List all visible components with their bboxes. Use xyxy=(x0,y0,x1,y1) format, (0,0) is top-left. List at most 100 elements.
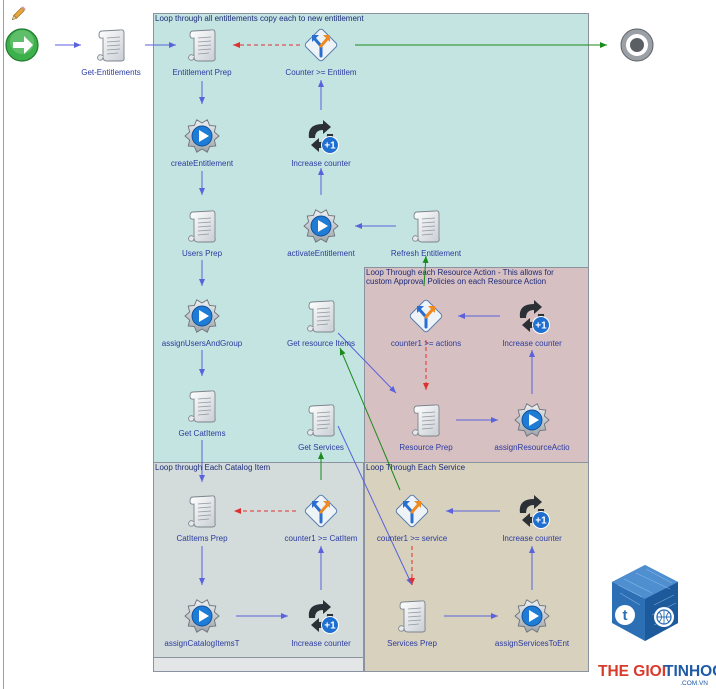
node-dec4[interactable]: counter1 >= service xyxy=(377,494,448,543)
workflow-gear-icon xyxy=(184,299,220,333)
increase-counter-icon: +1 xyxy=(308,600,339,634)
node-dec3[interactable]: counter1 >= CatItem xyxy=(285,494,358,543)
node-label: counter1 >= service xyxy=(377,534,448,543)
script-scroll-icon xyxy=(188,210,216,243)
script-scroll-icon xyxy=(398,600,426,633)
node-label: Get-Entitlements xyxy=(81,68,141,77)
node-label: CatItems Prep xyxy=(176,534,228,543)
start-arrow-icon xyxy=(5,28,39,62)
node-label: counter1 >= CatItem xyxy=(285,534,358,543)
increase-counter-icon: +1 xyxy=(308,120,339,154)
node-usersprep[interactable]: Users Prep xyxy=(182,210,223,258)
node-entprep[interactable]: Entitlement Prep xyxy=(172,29,232,77)
node-label: Increase counter xyxy=(291,159,351,168)
script-scroll-icon xyxy=(412,210,440,243)
zone-title: Loop through all entitlements copy each … xyxy=(155,14,364,23)
node-assignsvc[interactable]: assignServicesToEnt xyxy=(495,599,570,648)
node-catprep[interactable]: CatItems Prep xyxy=(176,495,228,543)
script-scroll-icon xyxy=(188,390,216,423)
node-svcprep[interactable]: Services Prep xyxy=(387,600,437,648)
script-scroll-icon xyxy=(412,404,440,437)
node-start[interactable] xyxy=(5,28,39,62)
node-resprep[interactable]: Resource Prep xyxy=(399,404,453,452)
node-getsvc[interactable]: Get Services xyxy=(298,404,344,452)
watermark-logo: t THE GIOI TINHOC .COM.VN xyxy=(598,565,716,687)
edges-layer xyxy=(55,42,607,619)
watermark-brand-left: THE GIOI xyxy=(598,663,666,680)
increase-counter-icon: +1 xyxy=(519,300,550,334)
node-getent[interactable]: Get-Entitlements xyxy=(81,29,141,77)
node-assignusers[interactable]: assignUsersAndGroup xyxy=(162,299,243,348)
node-label: Resource Prep xyxy=(399,443,453,452)
zone-catalog[interactable]: Loop through Each Catalog Item xyxy=(153,462,364,672)
decision-branch-icon xyxy=(304,28,338,62)
zone-service[interactable]: Loop Through Each Service xyxy=(364,462,589,672)
node-createent[interactable]: createEntitlement xyxy=(171,119,234,168)
node-refresh[interactable]: Refresh Entitlement xyxy=(391,210,462,258)
node-label: createEntitlement xyxy=(171,159,234,168)
node-getcat[interactable]: Get CatItems xyxy=(178,390,226,438)
end-target-icon xyxy=(620,28,654,62)
edge-dec4-to-getres[interactable] xyxy=(339,347,401,491)
node-label: Increase counter xyxy=(291,639,351,648)
node-label: Counter >= Entitlem xyxy=(285,68,356,77)
decision-branch-icon xyxy=(409,299,443,333)
zone-title: Loop Through Each Service xyxy=(366,463,466,472)
node-label: assignServicesToEnt xyxy=(495,639,570,648)
node-label: Get Services xyxy=(298,443,344,452)
decision-branch-icon xyxy=(304,494,338,528)
node-dec1[interactable]: Counter >= Entitlem xyxy=(285,28,357,77)
node-getres[interactable]: Get resource Items xyxy=(287,300,355,348)
node-dec2[interactable]: counter1 >= actions xyxy=(391,299,461,348)
node-end[interactable] xyxy=(620,28,654,62)
node-label: Increase counter xyxy=(502,339,562,348)
zones-layer: Loop through all entitlements copy each … xyxy=(153,13,589,672)
zone-title: Loop through Each Catalog Item xyxy=(155,463,271,472)
node-assignres[interactable]: assignResourceActio xyxy=(494,403,570,452)
svg-text:t: t xyxy=(623,607,628,624)
increase-counter-icon: +1 xyxy=(519,495,550,529)
node-assigncat[interactable]: assignCatalogItemsT xyxy=(164,599,240,648)
workflow-gear-icon xyxy=(303,209,339,243)
node-label: activateEntitlement xyxy=(287,249,355,258)
edge-getsvc-to-svcprep[interactable] xyxy=(337,425,413,586)
edge-getres-to-resprep[interactable] xyxy=(337,332,397,394)
node-label: Users Prep xyxy=(182,249,223,258)
script-scroll-icon xyxy=(97,29,125,62)
decision-branch-icon xyxy=(395,494,429,528)
node-actent[interactable]: activateEntitlement xyxy=(287,209,356,258)
node-label: assignResourceActio xyxy=(494,443,570,452)
node-label: assignUsersAndGroup xyxy=(162,339,243,348)
svg-text:+1: +1 xyxy=(324,141,336,152)
node-label: Services Prep xyxy=(387,639,437,648)
zone-catalog-footer xyxy=(153,657,364,672)
workflow-gear-icon xyxy=(184,119,220,153)
workflow-gear-icon xyxy=(514,599,550,633)
script-scroll-icon xyxy=(307,404,335,437)
svg-text:+1: +1 xyxy=(535,321,547,332)
node-label: Entitlement Prep xyxy=(172,68,232,77)
script-scroll-icon xyxy=(188,495,216,528)
nodes-layer: Get-Entitlements Entitlement Prep Counter … xyxy=(5,28,654,648)
pencil-icon[interactable] xyxy=(11,6,26,21)
script-scroll-icon xyxy=(188,29,216,62)
node-label: Increase counter xyxy=(502,534,562,543)
watermark-domain: .COM.VN xyxy=(680,680,708,687)
watermark-brand-right: TINHOC xyxy=(664,663,716,680)
svg-text:+1: +1 xyxy=(535,516,547,527)
node-label: Get resource Items xyxy=(287,339,355,348)
node-label: assignCatalogItemsT xyxy=(164,639,239,648)
node-label: Get CatItems xyxy=(178,429,225,438)
edge-dec2-to-refresh[interactable] xyxy=(422,255,429,287)
workflow-gear-icon xyxy=(184,599,220,633)
svg-text:+1: +1 xyxy=(324,621,336,632)
workflow-gear-icon xyxy=(514,403,550,437)
zone-resource[interactable]: Loop Through each Resource Action - This… xyxy=(364,267,589,464)
node-label: Refresh Entitlement xyxy=(391,249,462,258)
script-scroll-icon xyxy=(307,300,335,333)
